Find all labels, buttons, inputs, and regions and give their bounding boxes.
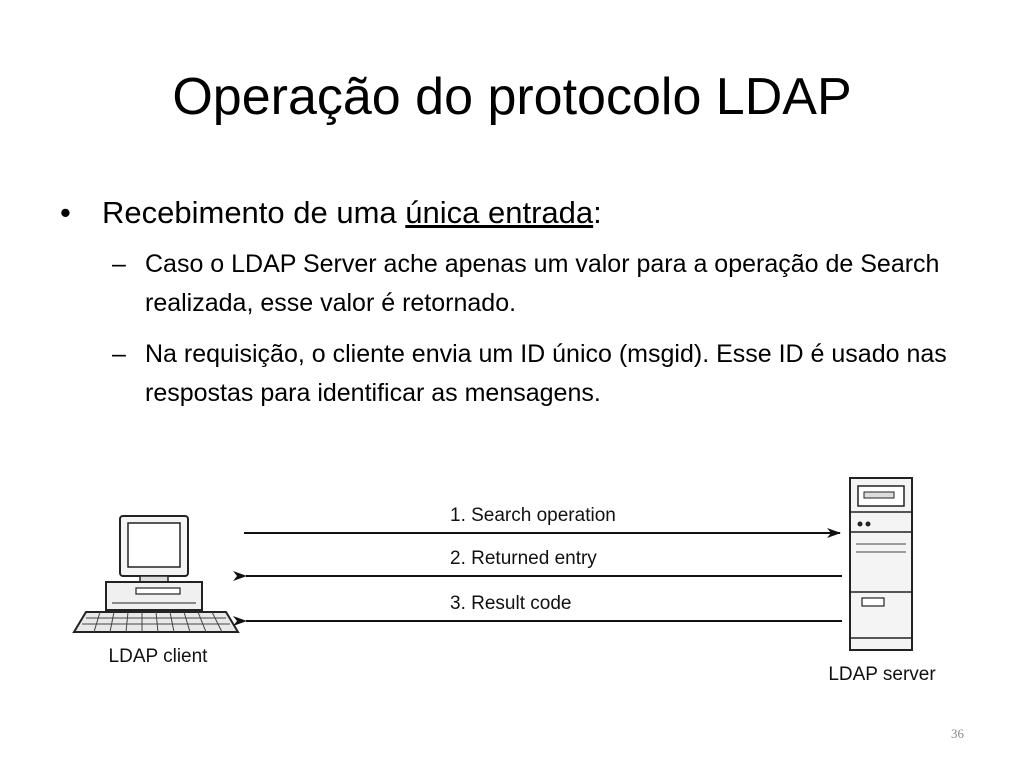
- sub-bullet-dash: –: [112, 340, 126, 368]
- main-bullet-suffix: :: [593, 195, 602, 230]
- main-bullet-text: Recebimento de uma única entrada:: [102, 193, 602, 233]
- message-label: 1. Search operation: [450, 505, 616, 526]
- bullet-dot: •: [60, 195, 71, 230]
- message-returned-entry: 2. Returned entry: [233, 548, 842, 581]
- message-label: 2. Returned entry: [450, 548, 597, 569]
- sub-bullet-1-text: Caso o LDAP Server ache apenas um valor …: [145, 250, 940, 317]
- message-label: 3. Result code: [450, 593, 571, 614]
- ldap-diagram: LDAP client LDAP server 1. Search operat…: [0, 470, 1024, 700]
- slide-title: Operação do protocolo LDAP: [172, 68, 852, 126]
- main-bullet-underlined: única entrada: [405, 195, 594, 230]
- server-label: LDAP server: [828, 664, 936, 685]
- client-label: LDAP client: [109, 646, 209, 667]
- message-search-operation: 1. Search operation: [244, 505, 841, 538]
- main-bullet-prefix: Recebimento de uma: [102, 195, 406, 230]
- sub-bullet-2-text: Na requisição, o cliente envia um ID úni…: [145, 340, 947, 407]
- sub-bullet-dash: –: [112, 250, 126, 278]
- page-number: 36: [951, 726, 964, 741]
- server-tower-icon: [849, 477, 913, 651]
- message-result-code: 3. Result code: [233, 593, 842, 626]
- desktop-computer-icon: [72, 515, 240, 633]
